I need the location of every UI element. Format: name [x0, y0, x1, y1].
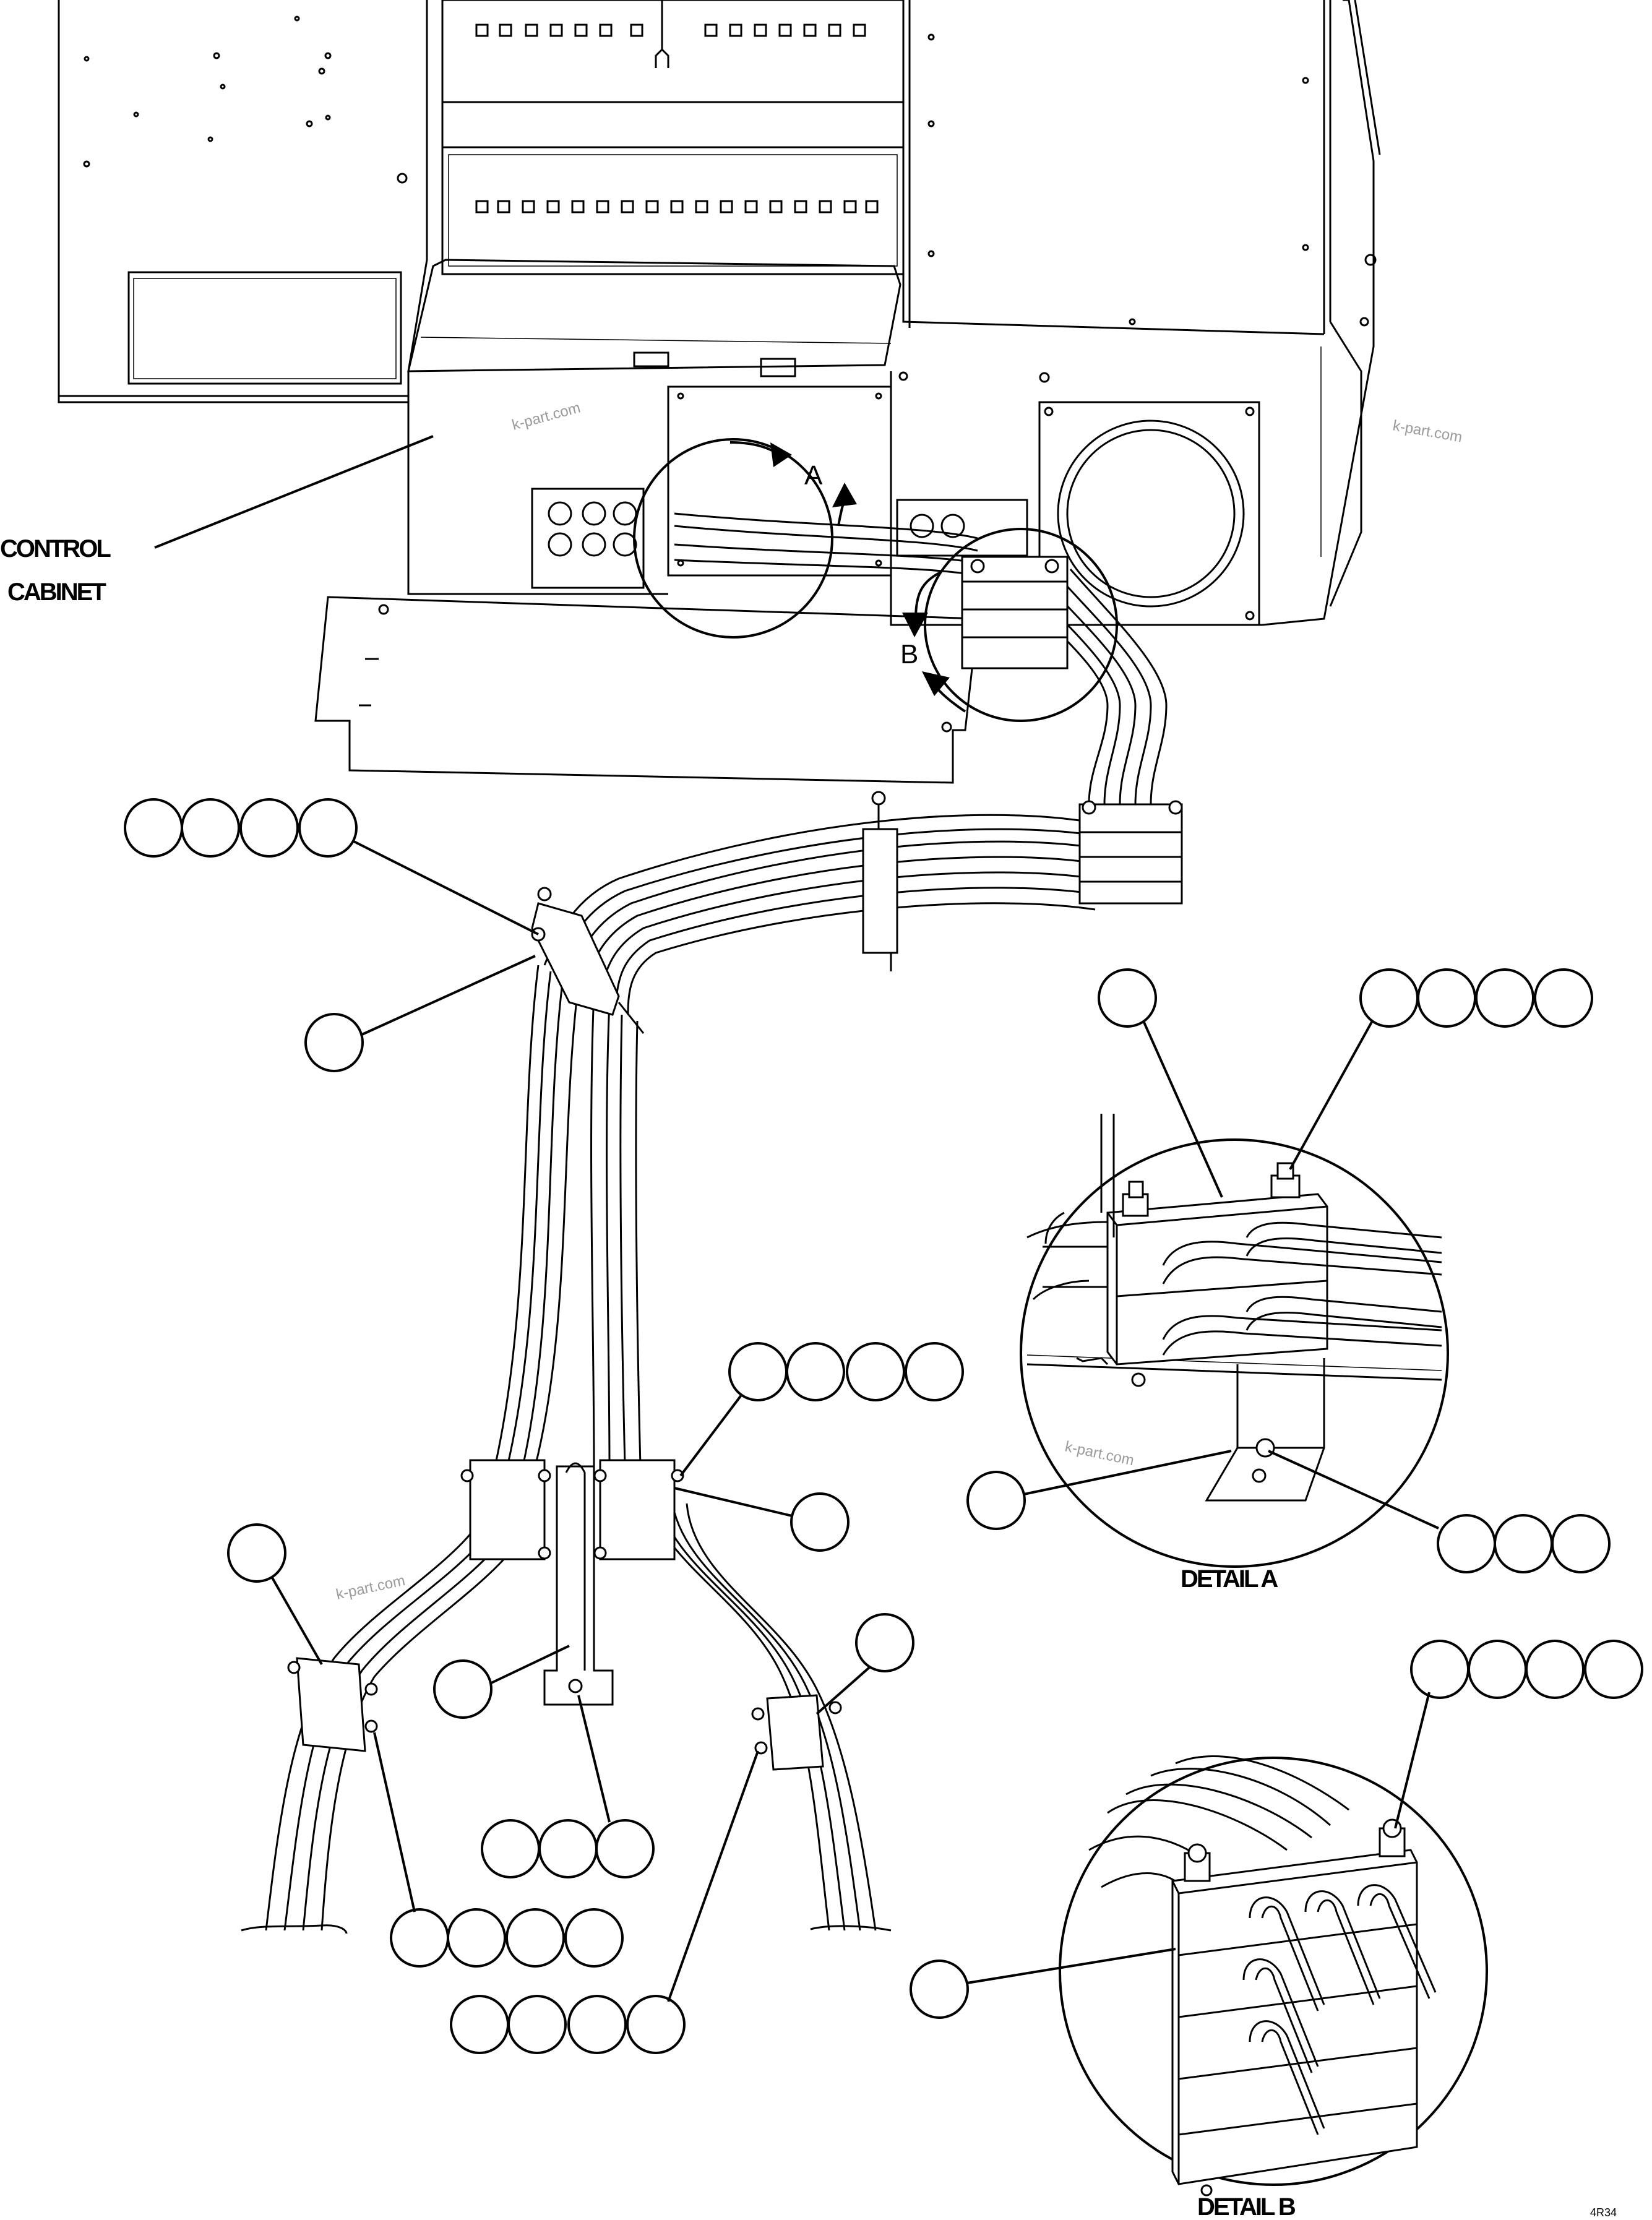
detail-a-callouts: [966, 968, 1611, 1573]
callout-leaders: [271, 840, 871, 2002]
detail-a-leaders: [1023, 1020, 1439, 1529]
control-cabinet-label-line2: CABINET: [7, 579, 106, 606]
left-cabinet-panel: [58, 0, 408, 403]
clamps: [287, 556, 1183, 1771]
detail-b-callout-left: [910, 1960, 969, 2019]
callout-single-bracket: [433, 1659, 493, 1719]
right-cabinet: [890, 0, 1381, 626]
detail-a-callout-top-left: [1098, 968, 1157, 1028]
detail-a-callout-left: [966, 1471, 1026, 1530]
callout-single-upper-left: [304, 1013, 364, 1072]
callout-group-bracket-bottom: [481, 1819, 655, 1878]
cover-plate: [314, 596, 979, 784]
drawing-number: 4R34: [1590, 2206, 1617, 2219]
callout-single-lower-left: [227, 1523, 286, 1583]
watermark-1: k-part.com: [510, 399, 582, 433]
callout-group-bottom: [450, 1995, 686, 2054]
detail-b-callouts: [910, 1640, 1643, 2019]
callout-single-center-right: [790, 1492, 850, 1552]
callout-single-right-clamp: [855, 1613, 914, 1672]
callout-group-upper-left: [124, 798, 358, 858]
detail-b-callout-group-top-right: [1410, 1640, 1643, 1699]
detail-b-caption: DETAIL B: [1197, 2193, 1296, 2220]
detail-b-letter: B: [900, 639, 918, 669]
detail-a-indicator-circle: [633, 438, 833, 639]
control-cabinet-label-line1: CONTROL: [0, 535, 111, 562]
detail-a-callout-group-bottom-right: [1437, 1514, 1611, 1573]
callout-group-center: [728, 1342, 964, 1401]
watermark-4: k-part.com: [335, 1572, 407, 1603]
detail-a-letter: A: [804, 460, 823, 491]
control-cabinet-leader: [154, 435, 434, 549]
central-cabinet: [407, 0, 1028, 595]
detail-arrowheads: [770, 442, 950, 696]
watermark-2: k-part.com: [1392, 417, 1463, 445]
callout-group-lower-left: [390, 1908, 624, 1968]
detail-a-callout-group-top-right: [1359, 968, 1593, 1028]
cable-harness: [241, 512, 1168, 1934]
callout-balloons: [124, 798, 964, 2054]
detail-a-caption: DETAIL A: [1181, 1565, 1278, 1593]
detail-a-view: [1020, 1114, 1449, 1568]
detail-b-view: [1059, 1755, 1488, 2196]
detail-b-indicator-circle: [924, 528, 1118, 722]
detail-b-leaders: [966, 1692, 1430, 1984]
